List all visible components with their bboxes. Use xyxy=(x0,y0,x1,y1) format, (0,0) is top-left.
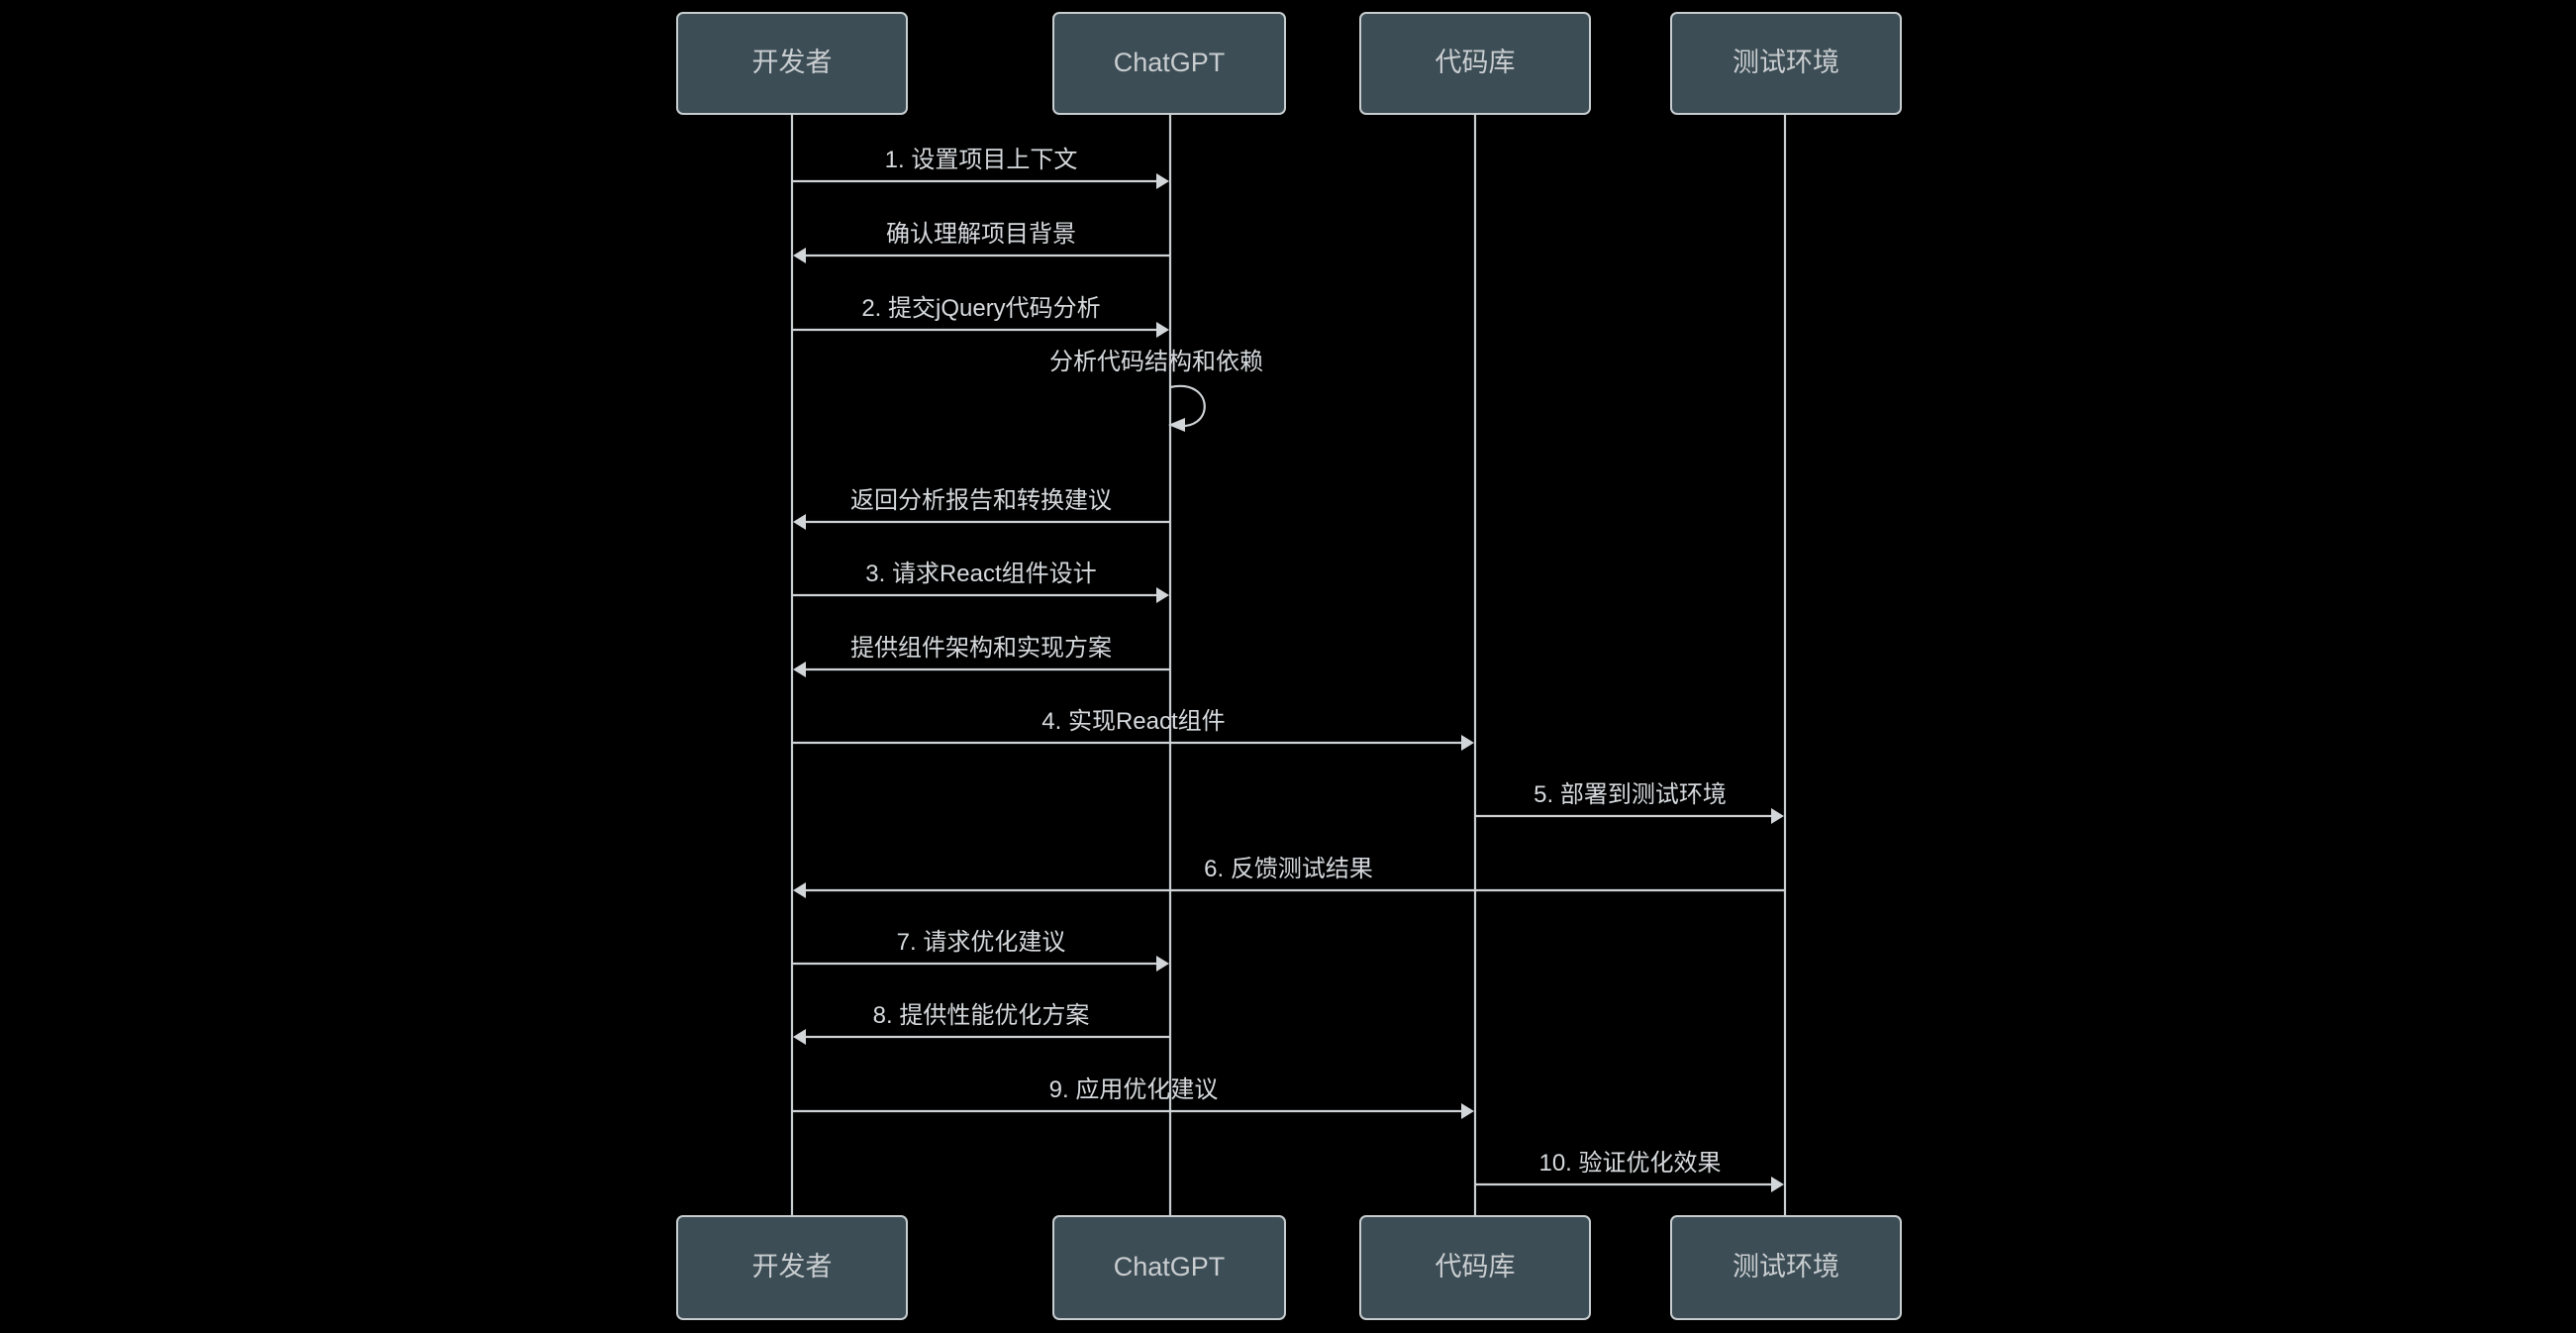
actor-box-repo[interactable] xyxy=(1359,1215,1591,1320)
message-label: 3. 请求React组件设计 xyxy=(865,561,1096,587)
message-9[interactable]: 5. 部署到测试环境 xyxy=(1475,781,1784,824)
actor-label-gpt: ChatGPT xyxy=(1114,1252,1226,1282)
message-label: 5. 部署到测试环境 xyxy=(1534,781,1727,808)
message-label: 1. 设置项目上下文 xyxy=(885,147,1078,173)
message-3[interactable]: 2. 提交jQuery代码分析 xyxy=(792,295,1169,338)
self-loop-path xyxy=(1169,384,1206,428)
actor-label-test: 测试环境 xyxy=(1733,48,1839,77)
message-label: 确认理解项目背景 xyxy=(886,221,1076,248)
actor-box-dev[interactable] xyxy=(676,12,908,115)
actor-box-gpt[interactable] xyxy=(1052,1215,1286,1320)
message-label: 4. 实现React组件 xyxy=(1041,708,1225,735)
message-label: 6. 反馈测试结果 xyxy=(1204,856,1373,882)
arrow-head xyxy=(1156,587,1169,603)
arrow-head xyxy=(1156,956,1169,972)
arrow-head xyxy=(793,662,806,677)
message-label: 2. 提交jQuery代码分析 xyxy=(861,295,1100,322)
message-label: 9. 应用优化建议 xyxy=(1049,1077,1219,1103)
message-2[interactable]: 确认理解项目背景 xyxy=(793,221,1170,263)
actor-box-dev[interactable] xyxy=(676,1215,908,1320)
message-4[interactable]: 分析代码结构和依赖 xyxy=(1049,349,1263,432)
arrow-head xyxy=(1168,418,1185,432)
arrow-head xyxy=(1461,735,1474,751)
message-8[interactable]: 4. 实现React组件 xyxy=(792,708,1474,751)
message-10[interactable]: 6. 反馈测试结果 xyxy=(793,856,1785,898)
message-11[interactable]: 7. 请求优化建议 xyxy=(792,929,1169,972)
actor-label-repo: 代码库 xyxy=(1436,48,1516,77)
arrow-head xyxy=(793,248,806,263)
actor-test-top[interactable]: 测试环境 xyxy=(1670,12,1902,115)
message-label: 10. 验证优化效果 xyxy=(1538,1150,1721,1177)
message-12[interactable]: 8. 提供性能优化方案 xyxy=(793,1002,1170,1045)
actor-gpt-top[interactable]: ChatGPT xyxy=(1052,12,1286,115)
message-13[interactable]: 9. 应用优化建议 xyxy=(792,1077,1474,1119)
actor-dev-top[interactable]: 开发者 xyxy=(676,12,908,115)
actor-box-test[interactable] xyxy=(1670,1215,1902,1320)
arrow-head xyxy=(1156,322,1169,338)
actor-dev-bottom[interactable]: 开发者 xyxy=(676,1215,908,1320)
lifelines-group xyxy=(790,114,1787,1216)
actor-label-test: 测试环境 xyxy=(1733,1252,1839,1282)
actor-label-dev: 开发者 xyxy=(752,48,833,77)
actor-label-dev: 开发者 xyxy=(752,1252,833,1282)
arrow-head xyxy=(1461,1103,1474,1119)
arrow-head xyxy=(1771,808,1784,824)
message-6[interactable]: 3. 请求React组件设计 xyxy=(792,561,1169,603)
actor-label-gpt: ChatGPT xyxy=(1114,48,1226,77)
arrow-head xyxy=(1771,1177,1784,1192)
actor-box-gpt[interactable] xyxy=(1052,12,1286,115)
actor-test-bottom[interactable]: 测试环境 xyxy=(1670,1215,1902,1320)
message-14[interactable]: 10. 验证优化效果 xyxy=(1475,1150,1784,1192)
actor-gpt-bottom[interactable]: ChatGPT xyxy=(1052,1215,1286,1320)
message-label: 7. 请求优化建议 xyxy=(897,929,1066,956)
message-label: 返回分析报告和转换建议 xyxy=(850,487,1112,514)
arrow-head xyxy=(793,514,806,530)
message-label: 提供组件架构和实现方案 xyxy=(850,635,1112,662)
arrow-head xyxy=(793,1029,806,1045)
top-actors-group: 开发者 ChatGPT 代码库 测试环境 xyxy=(676,12,1902,115)
message-7[interactable]: 提供组件架构和实现方案 xyxy=(793,635,1170,677)
actor-box-repo[interactable] xyxy=(1359,12,1591,115)
actor-repo-bottom[interactable]: 代码库 xyxy=(1359,1215,1591,1320)
message-5[interactable]: 返回分析报告和转换建议 xyxy=(793,487,1170,530)
message-label: 分析代码结构和依赖 xyxy=(1049,349,1263,375)
actor-box-test[interactable] xyxy=(1670,12,1902,115)
message-label: 8. 提供性能优化方案 xyxy=(873,1002,1090,1029)
message-1[interactable]: 1. 设置项目上下文 xyxy=(792,147,1169,189)
actor-label-repo: 代码库 xyxy=(1436,1252,1516,1282)
bottom-actors-group: 开发者 ChatGPT 代码库 测试环境 xyxy=(676,1215,1902,1320)
arrow-head xyxy=(793,882,806,898)
actor-repo-top[interactable]: 代码库 xyxy=(1359,12,1591,115)
arrow-head xyxy=(1156,173,1169,189)
